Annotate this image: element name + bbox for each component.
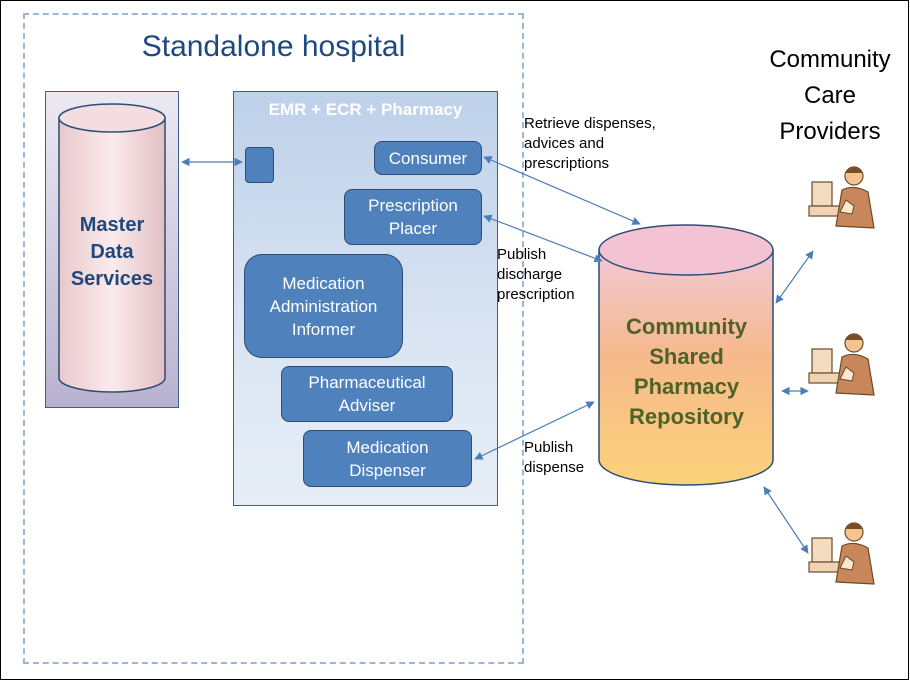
repo-provider1-arrow bbox=[775, 250, 814, 304]
standalone-hospital-boundary bbox=[23, 13, 524, 664]
publish-dispense-flow-label: Publish dispense bbox=[524, 439, 585, 476]
emr-panel-title: EMR + ECR + Pharmacy bbox=[268, 100, 463, 119]
hospital-title: Standalone hospital bbox=[141, 30, 406, 63]
person-at-computer-icon bbox=[808, 522, 875, 585]
publish-discharge-flow-label: Publish discharge prescription bbox=[497, 246, 575, 303]
medication-administration-informer-actor: Medication Administration Informer bbox=[244, 254, 403, 358]
consumer-actor: Consumer bbox=[374, 141, 482, 175]
repository-cylinder bbox=[598, 224, 774, 486]
prescription-placer-actor: Prescription Placer bbox=[344, 189, 482, 245]
connector-port bbox=[245, 147, 274, 183]
person-at-computer-icon bbox=[808, 166, 875, 229]
dispenser-repo-arrow bbox=[474, 401, 595, 460]
repo-provider3-arrow bbox=[763, 486, 809, 554]
master-data-services-label: Master Data Services bbox=[70, 214, 154, 290]
community-care-providers-title: Community Care Providers bbox=[769, 46, 891, 145]
master-data-services-cylinder bbox=[58, 103, 166, 393]
retrieve-flow-label: Retrieve dispenses, advices and prescrip… bbox=[524, 115, 656, 172]
placer-repo-arrow bbox=[483, 214, 603, 263]
medication-dispenser-actor: Medication Dispenser bbox=[303, 430, 472, 487]
repository-label: Community Shared Pharmacy Repository bbox=[626, 314, 747, 429]
pharmaceutical-adviser-actor: Pharmaceutical Adviser bbox=[281, 366, 453, 422]
consumer-repo-arrow bbox=[483, 156, 641, 225]
person-at-computer-icon bbox=[808, 333, 875, 396]
